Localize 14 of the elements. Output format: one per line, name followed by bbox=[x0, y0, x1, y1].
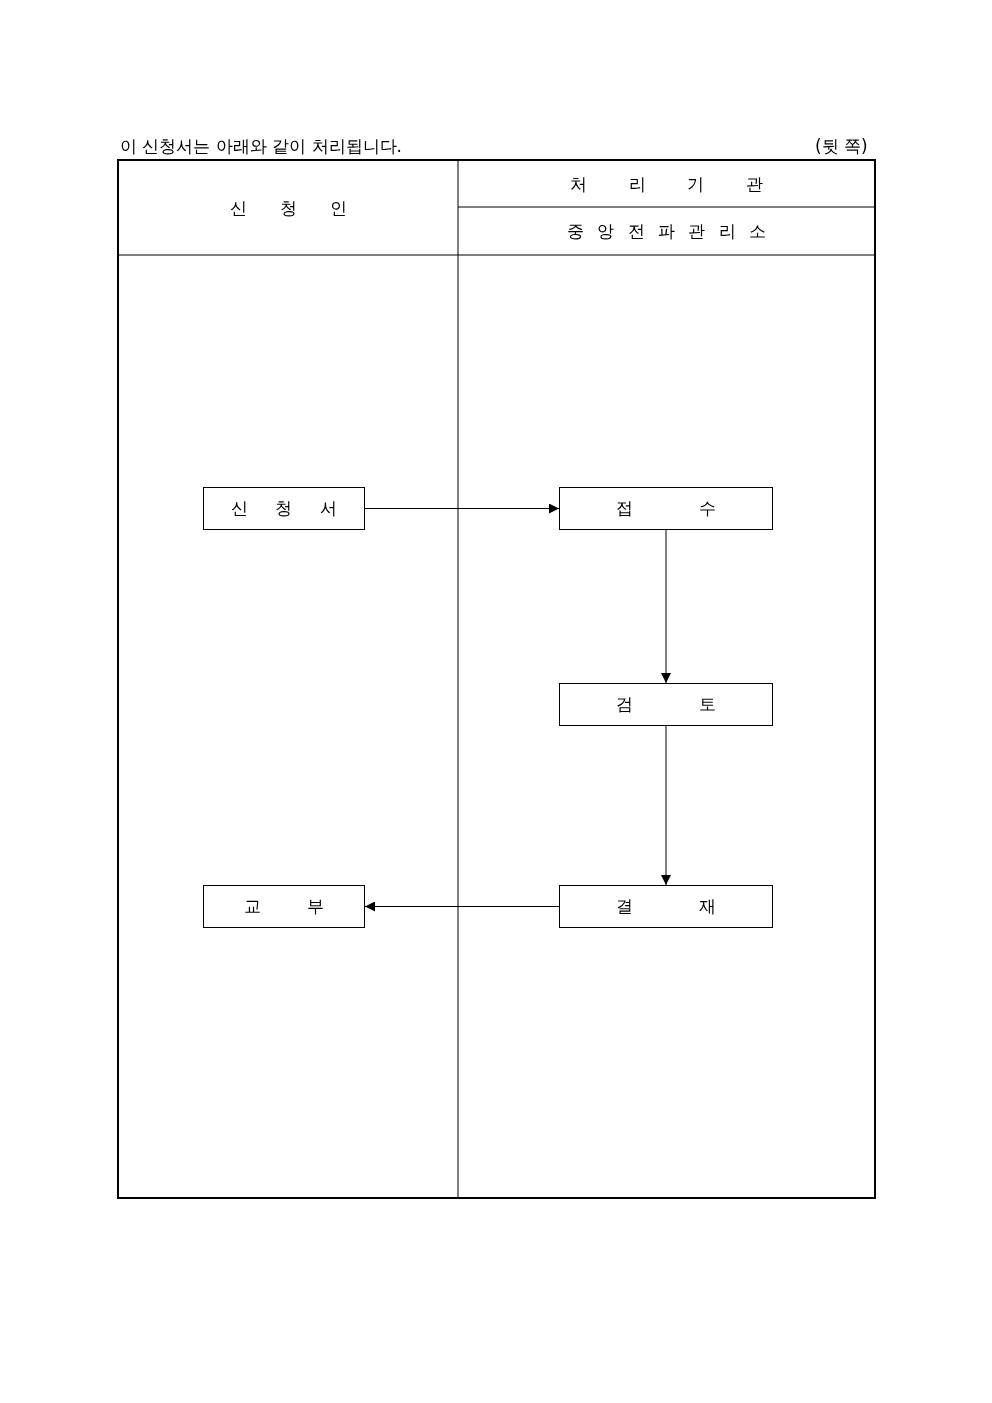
lane-heading: 신 청 인 bbox=[229, 196, 348, 220]
title: 이 신청서는 아래와 같이 처리됩니다. bbox=[120, 135, 403, 158]
process-box: 교 부 bbox=[203, 885, 365, 928]
process-box: 결 재 bbox=[559, 885, 773, 928]
page-note: (뒷 쪽) bbox=[815, 135, 868, 158]
arrow bbox=[364, 503, 560, 514]
arrow bbox=[661, 725, 671, 886]
process-box: 검 토 bbox=[559, 683, 773, 726]
process-box: 신 청 서 bbox=[203, 487, 365, 530]
office-name: 중 앙 전 파 관 리 소 bbox=[566, 220, 767, 243]
lane-heading: 처 리 기 관 bbox=[570, 172, 763, 196]
process-box: 접 수 bbox=[559, 487, 773, 530]
arrow bbox=[364, 901, 560, 912]
arrow bbox=[661, 529, 671, 684]
